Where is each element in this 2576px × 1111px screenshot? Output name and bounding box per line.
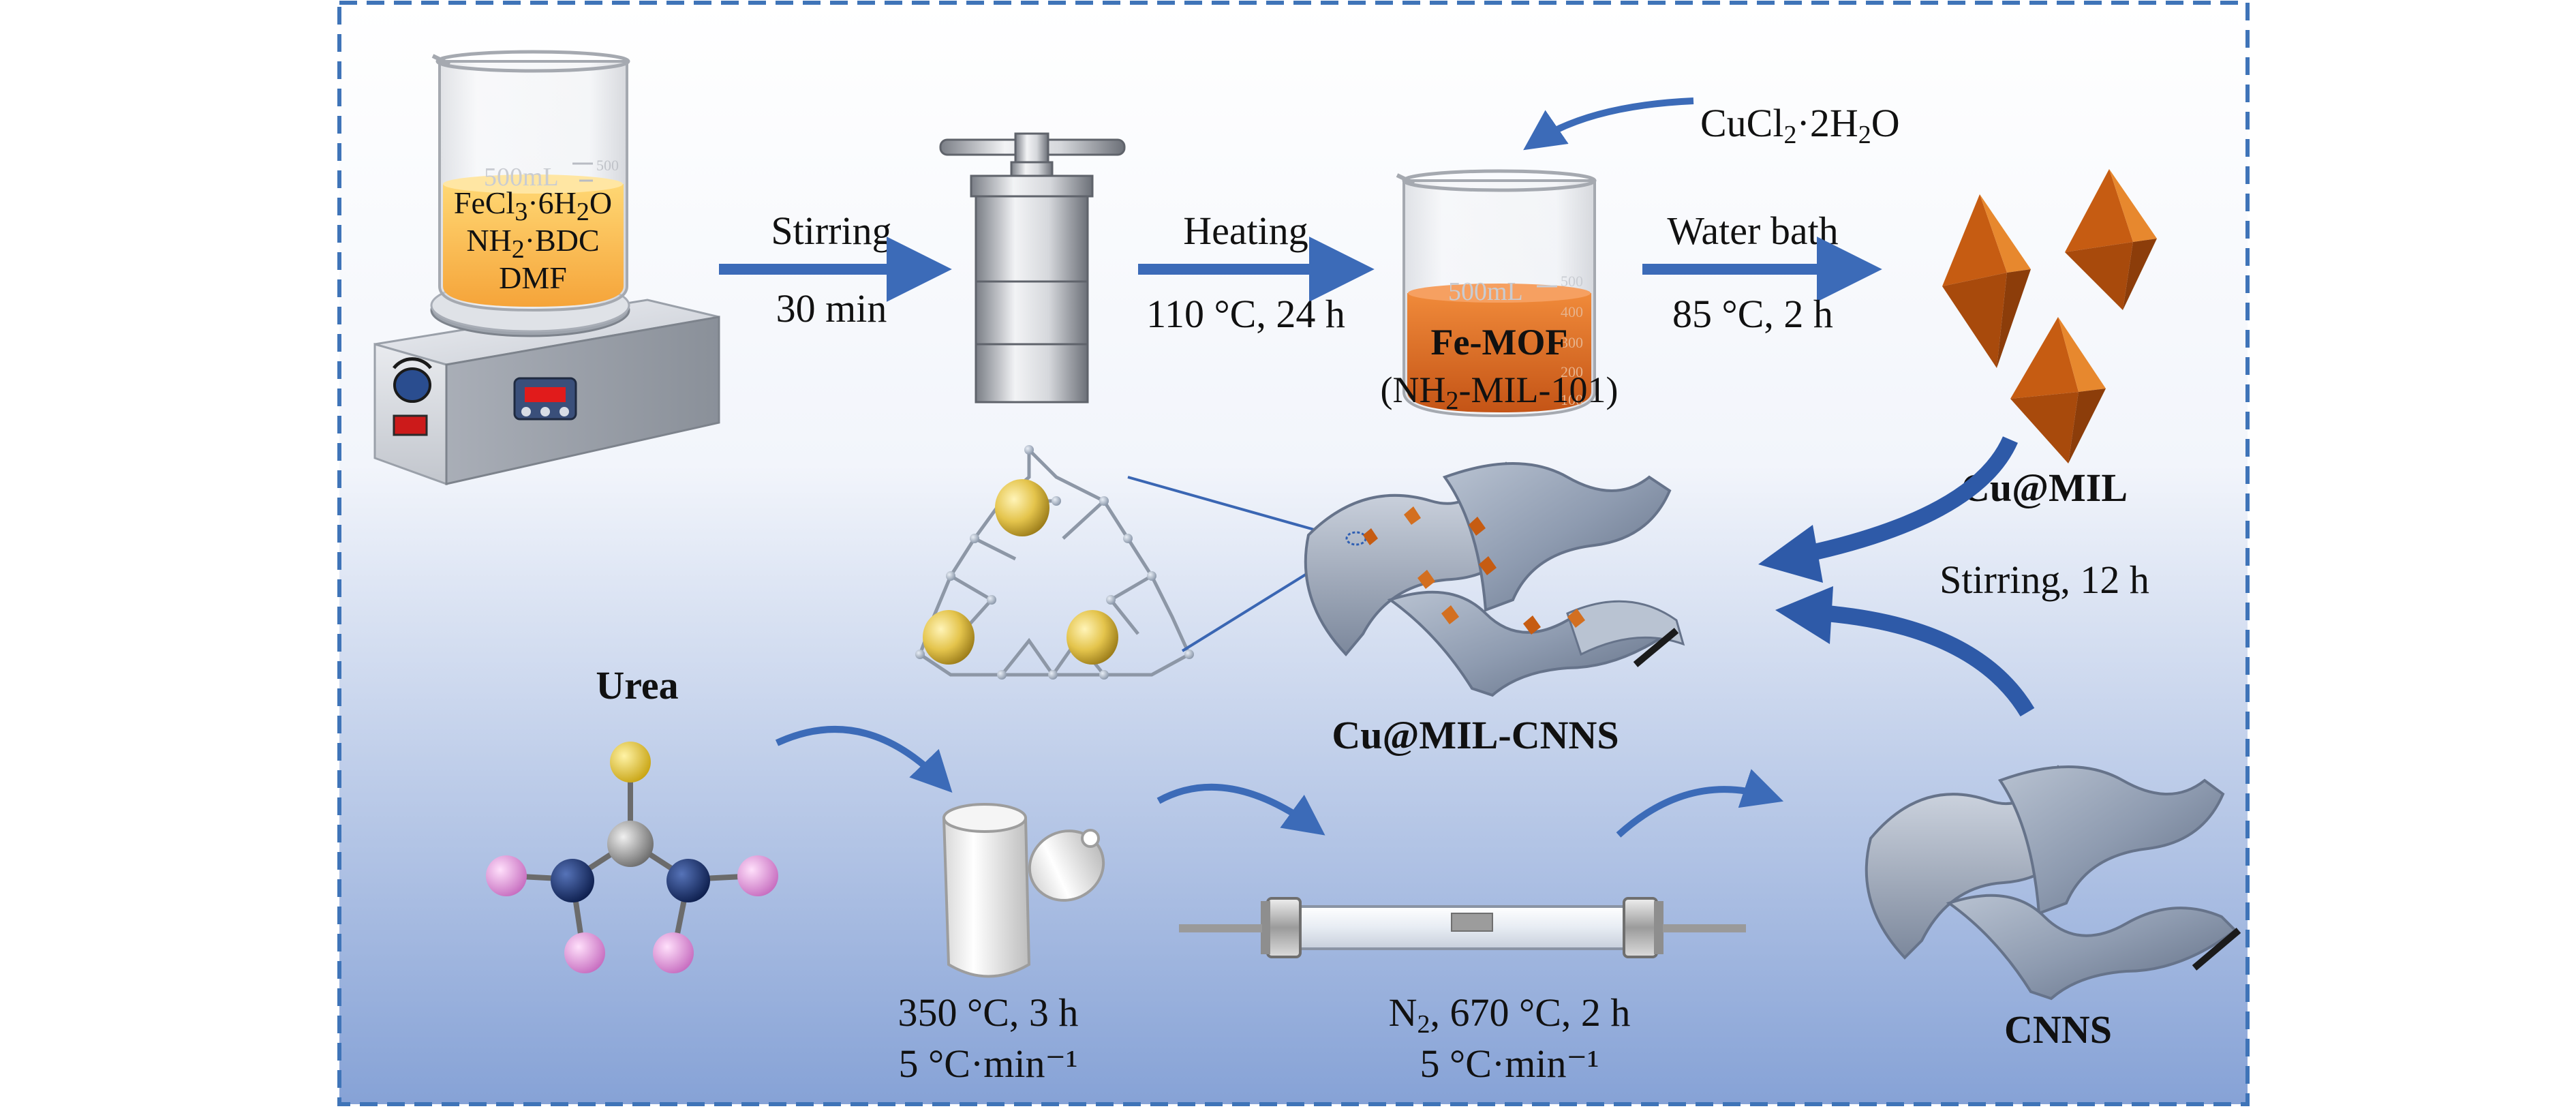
framework-nodes — [915, 445, 1194, 680]
fe-mof-tick-400: 400 — [1561, 303, 1583, 320]
atom-oxygen — [610, 742, 651, 782]
cucl2-label: CuCl2·2H2O — [1700, 101, 1900, 149]
cnns-nanosheets — [1865, 765, 2241, 1001]
step-heating-label: Heating — [1183, 209, 1308, 253]
power-switch-icon — [393, 414, 428, 436]
cu-mil-cnns-label: Cu@MIL-CNNS — [1332, 713, 1619, 757]
step-calcination-2: N2, 670 °C, 2 h — [1389, 990, 1631, 1039]
fe-mof-tick-100: 100 — [1561, 391, 1583, 408]
tube-furnace — [1179, 897, 1746, 958]
beaker-tick-label: 500 — [596, 157, 619, 174]
cucl2-addition: CuCl2·2H2O — [1523, 97, 1900, 151]
fe-mof-volume-mark: 500mL — [1448, 277, 1523, 306]
beaker-fe-mof: 500mL 500 400 300 200 100 Fe-MOF (NH2-MI… — [1381, 169, 1619, 418]
sheet-edge-dark — [1633, 628, 1679, 667]
big-arrow-from-cnns — [1825, 605, 2035, 717]
fe-mof-tick-300: 300 — [1561, 334, 1583, 351]
cu-cluster-ball — [1067, 610, 1118, 665]
reagent-fecl3: FeCl3·6H2O — [454, 185, 612, 226]
curved-arrow-cucl2 — [1523, 97, 1694, 151]
cu-mil-cnns-composite — [1304, 461, 1685, 697]
step-heating: Heating 110 °C, 24 h — [1138, 209, 1375, 336]
atom-hydrogen — [486, 855, 527, 896]
speed-knob-icon — [393, 367, 431, 403]
fe-mof-tick-200: 200 — [1561, 363, 1583, 380]
atom-nitrogen — [551, 859, 594, 902]
step-calcination-1: 350 °C, 3 h — [898, 990, 1079, 1035]
atom-hydrogen — [653, 932, 694, 973]
fe-mof-formula: (NH2-MIL-101) — [1381, 369, 1619, 415]
curved-arrow-urea-to-crucible — [775, 726, 953, 793]
cu-cluster-ball — [923, 610, 975, 665]
sample-boat — [1451, 913, 1493, 932]
curved-arrow-tube-to-cnns — [1616, 769, 1784, 838]
beaker-precursor: 500mL 500 FeCl3·6H2O NH2·BDC DMF — [431, 50, 630, 312]
step-stirring: Stirring 30 min — [719, 209, 952, 331]
cnns-sheet-edge — [2192, 928, 2241, 971]
reagent-nh2-bdc: NH2·BDC — [466, 223, 599, 264]
dashed-frame — [337, 1, 2250, 1106]
cu-cluster-ball — [995, 479, 1049, 536]
fe-mof-tick-500: 500 — [1561, 273, 1583, 290]
autoclave-reactor — [939, 132, 1126, 404]
octahedron-1 — [1942, 194, 2031, 368]
atom-hydrogen — [564, 932, 605, 973]
atom-carbon — [607, 821, 654, 867]
step-heating-conditions: 110 °C, 24 h — [1146, 292, 1345, 336]
big-arrow-from-cu-mil — [1797, 436, 2019, 564]
step-water-bath: Water bath 85 °C, 2 h — [1642, 209, 1882, 336]
stirring-12h-label: Stirring, 12 h — [1939, 558, 2149, 602]
atom-hydrogen — [737, 855, 778, 896]
curved-arrow-crucible-to-tube — [1156, 783, 1325, 836]
octahedron-2 — [2065, 169, 2157, 310]
reagent-dmf: DMF — [499, 260, 567, 295]
fe-mof-label: Fe-MOF — [1431, 322, 1568, 363]
crucible-lid — [1028, 830, 1105, 902]
step-water-bath-label: Water bath — [1667, 209, 1838, 253]
crucible — [942, 803, 1105, 978]
urea-atoms — [486, 742, 778, 973]
octahedron-3 — [2010, 317, 2106, 463]
step-calcination-2-rate: 5 °C·min⁻¹ — [1420, 1041, 1599, 1086]
step-calcination-1-rate: 5 °C·min⁻¹ — [899, 1041, 1078, 1086]
step-stirring-label: Stirring — [771, 209, 891, 253]
step-water-bath-conditions: 85 °C, 2 h — [1672, 292, 1833, 336]
atom-nitrogen — [666, 859, 710, 902]
step-stirring-time: 30 min — [776, 286, 887, 331]
embedded-cu-mil-crystals — [1363, 506, 1585, 635]
beaker-volume-mark: 500mL — [484, 163, 559, 192]
cnns-label: CNNS — [2004, 1007, 2112, 1052]
urea-label: Urea — [596, 663, 678, 707]
cu-mil-crystals — [1942, 169, 2157, 463]
